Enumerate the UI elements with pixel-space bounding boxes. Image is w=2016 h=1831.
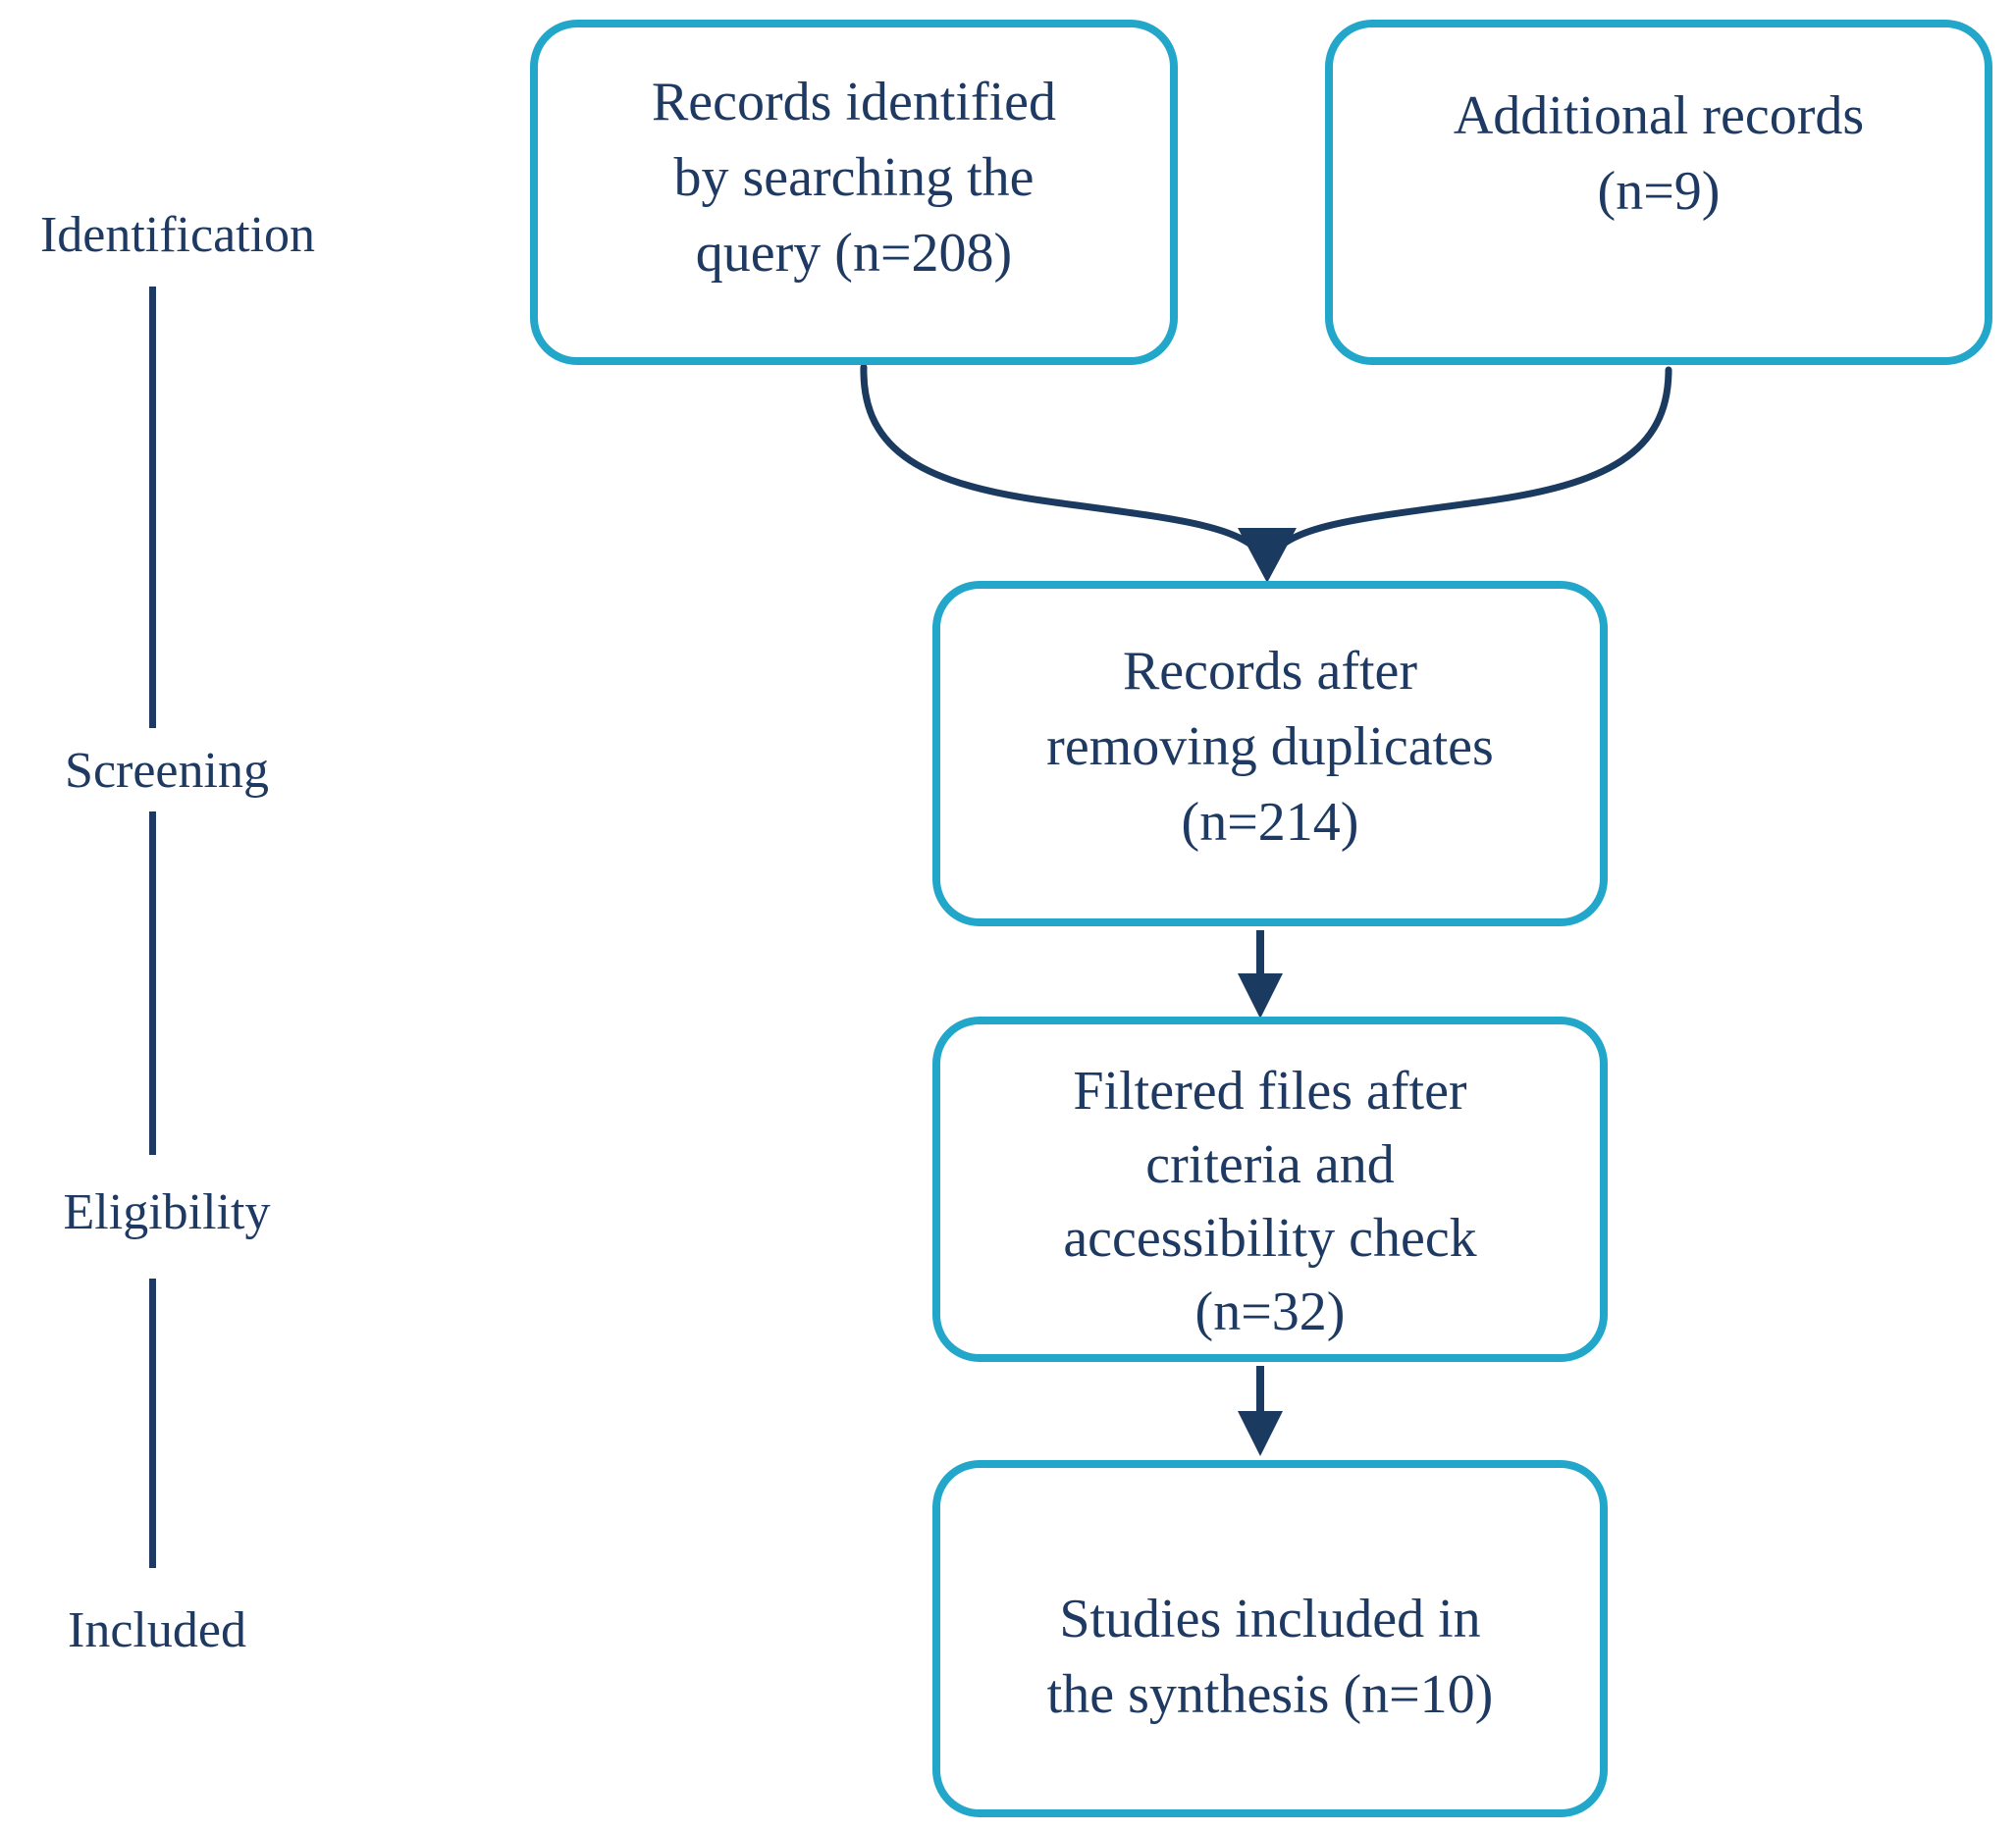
box-text-line: accessibility check [1063, 1208, 1477, 1269]
box-filtered-files: Filtered files after criteria and access… [932, 1017, 1608, 1362]
box-text-line: query (n=208) [695, 222, 1013, 284]
box-text-line: removing duplicates [1046, 715, 1494, 777]
merge-arrow-right-curve [1268, 366, 1672, 559]
box-text-line: (n=9) [1597, 161, 1721, 222]
box-text-line: the synthesis (n=10) [1046, 1664, 1494, 1725]
box-text-line: by searching the [673, 146, 1035, 208]
box-text-line: Studies included in [1059, 1589, 1481, 1649]
box-records-identified: Records identified by searching the quer… [530, 20, 1178, 365]
stage-label-identification: Identification [39, 207, 316, 263]
box-text-line: Additional records [1453, 85, 1865, 146]
box-text-line: Records after [1122, 640, 1418, 702]
stage-rail-segment [149, 811, 156, 1155]
box-additional-records: Additional records (n=9) [1325, 20, 1992, 365]
box-text-line: criteria and [1145, 1134, 1395, 1195]
stage-label-included: Included [68, 1602, 246, 1658]
box-text-line: (n=214) [1181, 791, 1359, 853]
stage-rail-segment [149, 1279, 156, 1568]
merge-arrow-left-curve [860, 363, 1266, 559]
arrowhead-filtered-to-studies [1238, 1411, 1283, 1456]
box-text-line: Filtered files after [1073, 1061, 1467, 1122]
stage-rail-segment [149, 287, 156, 728]
box-text-line: Records identified [651, 71, 1057, 132]
arrowhead-duplicates-to-filtered [1238, 973, 1283, 1019]
box-text-line: (n=32) [1194, 1282, 1346, 1342]
box-studies-included: Studies included in the synthesis (n=10) [932, 1460, 1608, 1817]
stage-label-eligibility: Eligibility [63, 1184, 271, 1240]
merge-arrowhead [1238, 528, 1297, 583]
box-records-after-removing-duplicates: Records after removing duplicates (n=214… [932, 581, 1608, 926]
stage-label-screening: Screening [65, 743, 269, 799]
